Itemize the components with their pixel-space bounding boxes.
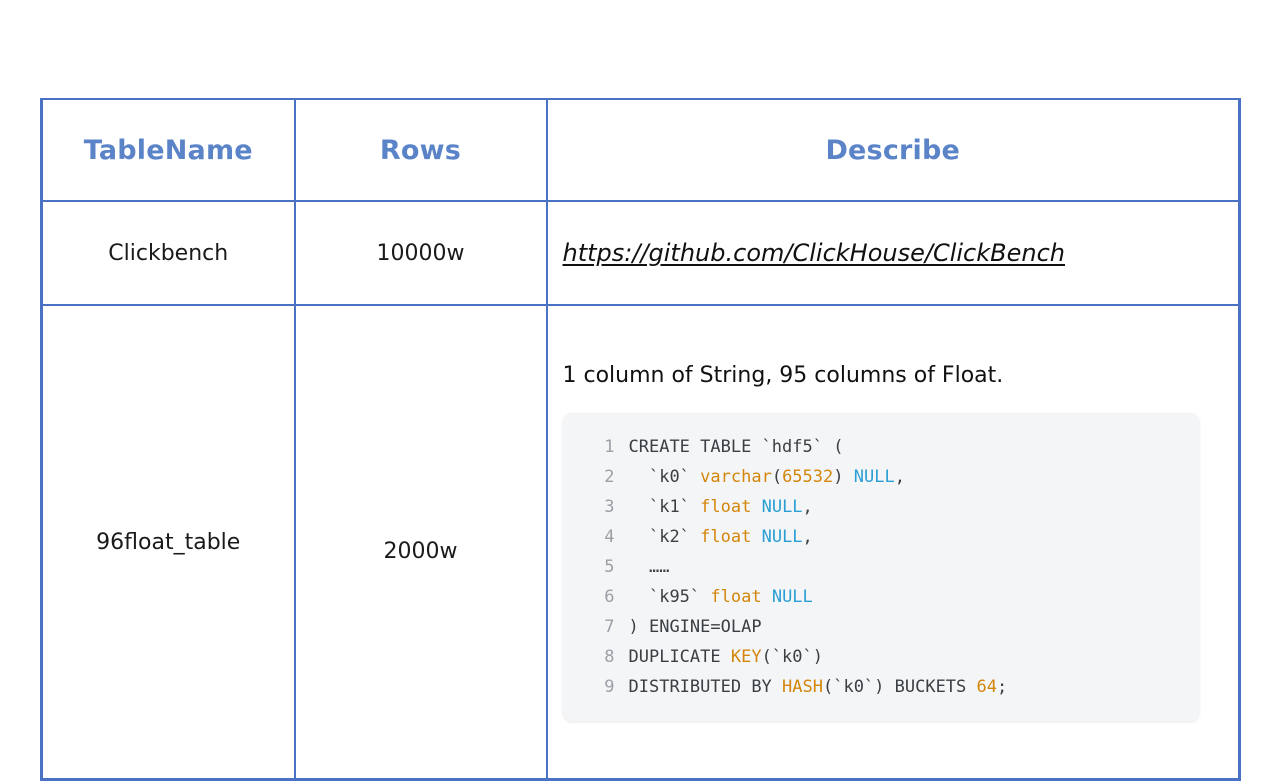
column-header-rows: Rows: [294, 99, 548, 202]
code-line: 4 `k2` float NULL,: [563, 522, 1199, 552]
code-line-number: 9: [604, 676, 615, 697]
code-line: 5 ……: [563, 552, 1199, 582]
code-token: (`k0`): [761, 646, 823, 667]
code-token: HASH: [782, 676, 823, 697]
cell-rows: 10000w: [294, 201, 548, 306]
code-token: 65532: [782, 466, 834, 487]
code-token: ;: [997, 676, 1008, 697]
code-line-number: 6: [604, 586, 615, 607]
code-token: NULL: [761, 526, 803, 547]
column-header-describe: Describe: [546, 99, 1240, 202]
code-token: ) ENGINE=OLAP: [628, 616, 762, 637]
code-token: varchar: [700, 466, 772, 487]
code-token: (`k0`) BUCKETS: [822, 676, 977, 697]
code-line-number: 8: [604, 646, 615, 667]
code-token: ,: [802, 526, 813, 547]
code-line: 7 ) ENGINE=OLAP: [563, 612, 1199, 642]
code-token: [751, 497, 761, 517]
code-token: DISTRIBUTED BY: [628, 676, 783, 697]
code-token: float: [710, 586, 762, 607]
cell-rows: 2000w: [294, 305, 548, 780]
column-header-tablename: TableName: [41, 99, 296, 202]
code-token: ,: [894, 466, 905, 487]
describe-summary-text: 1 column of String, 95 columns of Float.: [562, 363, 1004, 389]
code-token: [762, 587, 772, 607]
table-row: Clickbench 10000w https://github.com/Cli…: [41, 201, 1240, 306]
code-line-number: 7: [604, 616, 615, 637]
code-line-number: 1: [604, 436, 615, 457]
code-token: ): [833, 466, 854, 487]
code-token: [751, 527, 761, 547]
cell-tablename: Clickbench: [41, 201, 296, 306]
code-line: 2 `k0` varchar(65532) NULL,: [563, 462, 1199, 492]
code-line: 8 DUPLICATE KEY(`k0`): [563, 642, 1199, 672]
benchmark-tables-table: TableName Rows Describe Clickbench 10000…: [40, 98, 1241, 781]
clickbench-github-link[interactable]: https://github.com/ClickHouse/ClickBench: [562, 239, 1066, 267]
code-token: KEY: [730, 646, 762, 667]
code-line: 1 CREATE TABLE `hdf5` (: [563, 432, 1199, 462]
code-token: ……: [628, 556, 670, 577]
cell-describe: https://github.com/ClickHouse/ClickBench: [546, 201, 1240, 306]
code-token: (: [771, 466, 783, 487]
cell-tablename: 96float_table: [41, 305, 296, 780]
code-token: `k0`: [628, 466, 701, 487]
table-header-row: TableName Rows Describe: [41, 99, 1240, 202]
code-token: float: [700, 526, 752, 547]
code-line: 6 `k95` float NULL: [563, 582, 1199, 612]
code-token: CREATE TABLE `hdf5` (: [628, 436, 844, 457]
table-row: 96float_table 2000w 1 column of String, …: [41, 305, 1240, 780]
code-token: DUPLICATE: [628, 646, 731, 667]
code-line-number: 3: [604, 496, 615, 517]
code-token: NULL: [771, 586, 813, 607]
code-line-number: 5: [604, 556, 615, 577]
code-line: 9 DISTRIBUTED BY HASH(`k0`) BUCKETS 64;: [563, 672, 1199, 702]
code-line-number: 2: [604, 466, 615, 487]
code-line-number: 4: [604, 526, 615, 547]
code-token: 64: [976, 676, 997, 697]
cell-describe: 1 column of String, 95 columns of Float.…: [546, 305, 1240, 780]
code-token: float: [700, 496, 752, 517]
code-token: `k1`: [628, 496, 701, 517]
code-line: 3 `k1` float NULL,: [563, 492, 1199, 522]
code-token: `k2`: [628, 526, 701, 547]
code-token: `k95`: [628, 586, 711, 607]
code-token: ,: [802, 496, 813, 517]
code-token: NULL: [761, 496, 803, 517]
code-token: NULL: [853, 466, 895, 487]
